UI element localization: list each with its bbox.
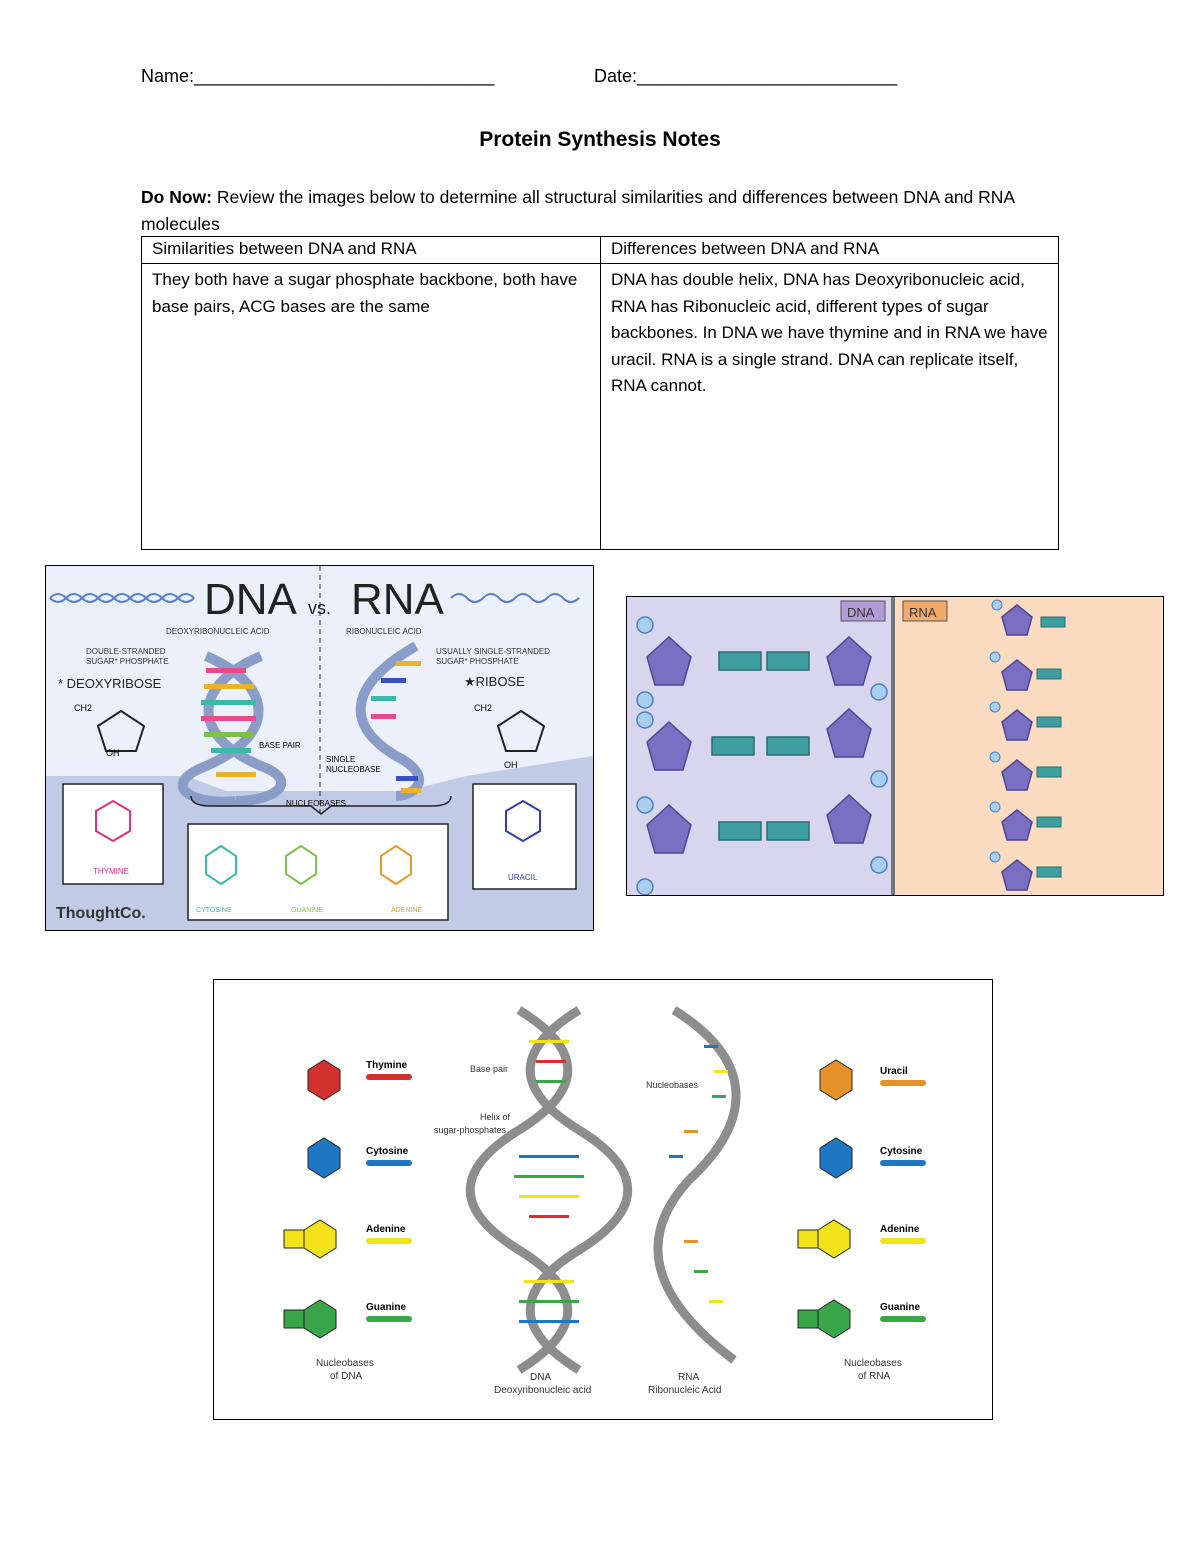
fig1-cytosine: CYTOSINE — [196, 907, 232, 914]
fig1-uracil: URACIL — [508, 873, 538, 882]
fig3-uracil-label: Uracil — [880, 1066, 908, 1077]
dna-vs-rna-figure: DNA vs. RNA DEOXYRIBONUCLEIC ACID RIBONU… — [45, 565, 594, 931]
fig3-rna: RNA — [678, 1372, 699, 1383]
fig1-base-pair: BASE PAIR — [259, 741, 301, 750]
fig1-ch2-right: CH2 — [474, 703, 492, 713]
fig3-adenine2-label: Adenine — [880, 1224, 920, 1235]
fig1-rna-helix — [355, 641, 425, 801]
fig1-deoxyribose: * DEOXYRIBOSE — [58, 676, 162, 691]
nucleobases-helix-figure: Thymine Cytosine Adenine Guanine Nucleob… — [213, 979, 993, 1420]
fig3-rna-full: Ribonucleic Acid — [648, 1385, 721, 1396]
dna-rna-backbone-figure: DNA RNA — [626, 596, 1164, 896]
fig1-rna-sub: RIBONUCLEIC ACID — [346, 627, 422, 636]
fig3-base-pair: Base pair — [470, 1064, 508, 1074]
fig2-rna-label: RNA — [909, 605, 937, 620]
fig1-ch2-left: CH2 — [74, 703, 92, 713]
fig1-thymine: THYMINE — [93, 867, 129, 876]
fig3-nuc-rna-1: Nucleobases — [844, 1358, 902, 1369]
fig3-nuc-rna-2: of RNA — [858, 1371, 891, 1382]
do-now-text: Review the images below to determine all… — [141, 187, 1015, 234]
similarities-cell: They both have a sugar phosphate backbon… — [141, 263, 601, 550]
fig3-sugar-phosphates: sugar-phosphates — [434, 1125, 507, 1135]
fig1-sugar-phosphate: SUGAR* PHOSPHATE — [86, 657, 169, 666]
fig1-dna-sub: DEOXYRIBONUCLEIC ACID — [166, 627, 270, 636]
differences-cell: DNA has double helix, DNA has Deoxyribon… — [600, 263, 1059, 550]
fig2-dna-label: DNA — [847, 605, 875, 620]
do-now-prompt: Do Now: Review the images below to deter… — [141, 184, 1061, 238]
similarities-header: Similarities between DNA and RNA — [141, 236, 601, 264]
fig3-dna-helix — [465, 1006, 633, 1374]
fig3-rna-helix — [653, 1006, 741, 1364]
fig3-guanine-label: Guanine — [366, 1302, 406, 1313]
fig1-double-stranded: DOUBLE-STRANDED — [86, 647, 166, 656]
fig3-cytosine-label: Cytosine — [366, 1146, 409, 1157]
fig3-nuc-dna-1: Nucleobases — [316, 1358, 374, 1369]
fig1-rna-title: RNA — [351, 575, 445, 624]
fig1-usually-single: USUALLY SINGLE-STRANDED — [436, 647, 550, 656]
fig1-nucleobase: NUCLEOBASE — [326, 765, 381, 774]
fig1-vs: vs. — [308, 598, 331, 618]
fig3-adenine-label: Adenine — [366, 1224, 406, 1235]
fig3-dna: DNA — [530, 1372, 551, 1383]
date-field: Date:__________________________ — [594, 66, 898, 86]
page-title: Protein Synthesis Notes — [479, 128, 721, 151]
do-now-label: Do Now: — [141, 187, 212, 207]
differences-header: Differences between DNA and RNA — [600, 236, 1059, 264]
fig3-guanine2-label: Guanine — [880, 1302, 920, 1313]
fig1-adenine: ADENINE — [391, 907, 422, 914]
fig3-nucleobases-label: Nucleobases — [646, 1080, 699, 1090]
name-field: Name:______________________________ — [141, 66, 495, 86]
fig1-sugar-phosphate-2: SUGAR* PHOSPHATE — [436, 657, 519, 666]
fig1-ribose: ★RIBOSE — [464, 674, 525, 689]
fig3-nuc-dna-2: of DNA — [330, 1371, 363, 1382]
fig1-dna-title: DNA — [204, 575, 298, 624]
thoughtco-logo: ThoughtCo. — [56, 905, 146, 922]
comparison-table: Similarities between DNA and RNA Differe… — [141, 236, 1059, 550]
fig3-helix-of: Helix of — [480, 1112, 511, 1122]
fig3-thymine-label: Thymine — [366, 1060, 408, 1071]
fig3-cytosine2-label: Cytosine — [880, 1146, 923, 1157]
fig1-oh-right: OH — [504, 760, 518, 770]
fig1-nucleobases: NUCLEOBASES — [286, 799, 346, 808]
fig3-dna-full: Deoxyribonucleic acid — [494, 1385, 591, 1396]
fig1-dna-helix — [177, 651, 287, 807]
fig1-single: SINGLE — [326, 755, 355, 764]
fig1-guanine: GUANINE — [291, 907, 323, 914]
fig1-oh-left: OH — [106, 748, 120, 758]
